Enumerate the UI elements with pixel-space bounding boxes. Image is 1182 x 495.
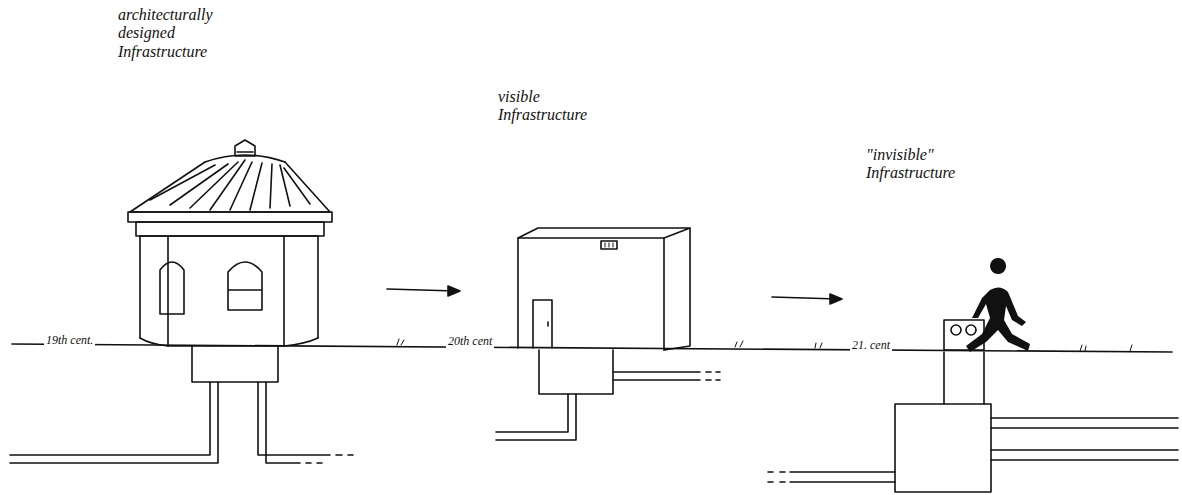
pavilion: [10, 140, 353, 463]
utility-box: [496, 228, 720, 440]
era-label: 19th cent.: [44, 334, 95, 348]
stage-heading: "invisible" Infrastructure: [866, 146, 986, 183]
stage-heading: visible Infrastructure: [498, 88, 618, 125]
era-label: 20th cent: [446, 335, 494, 349]
era-label: 21. cent: [850, 339, 892, 353]
walking-person: [966, 258, 1030, 352]
arrow: [387, 286, 842, 304]
stage-heading: architecturally designed Infrastructure: [118, 6, 238, 61]
